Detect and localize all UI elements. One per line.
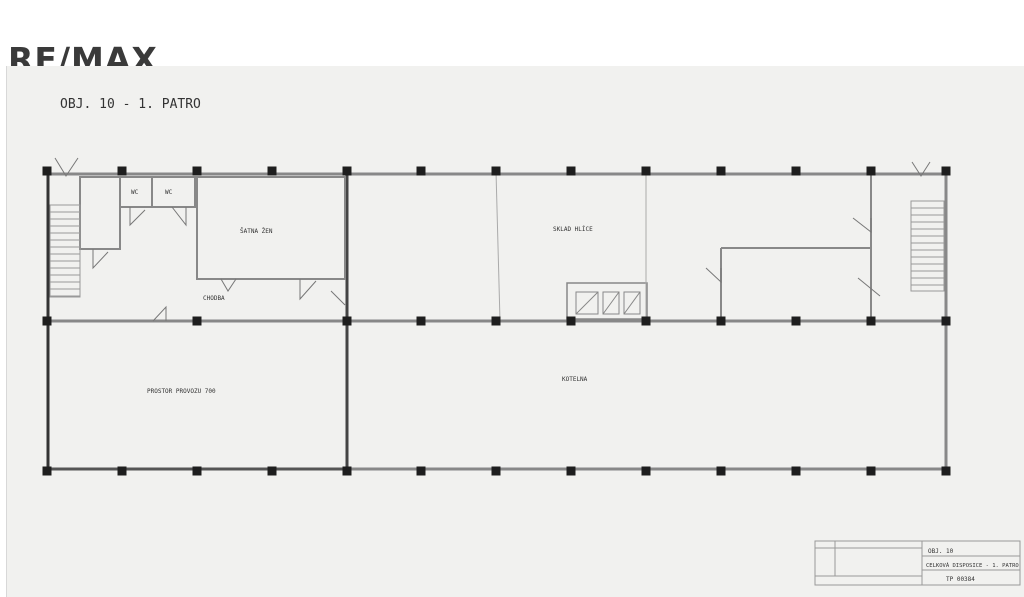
satna-room xyxy=(196,176,346,280)
title-block-description: CELKOVÁ DISPOSICE - 1. PATRO xyxy=(926,562,1019,569)
column xyxy=(716,466,726,476)
column xyxy=(716,166,726,176)
title-block-object: OBJ. 10 xyxy=(928,548,954,555)
column xyxy=(267,166,277,176)
column xyxy=(941,316,951,326)
column xyxy=(267,466,277,476)
column xyxy=(866,166,876,176)
column xyxy=(192,466,202,476)
column xyxy=(192,166,202,176)
column xyxy=(491,466,501,476)
column xyxy=(491,166,501,176)
room-label-prostor: PROSTOR PROVOZU 700 xyxy=(147,388,216,395)
column xyxy=(791,466,801,476)
column xyxy=(342,316,352,326)
column xyxy=(941,466,951,476)
shaft xyxy=(79,176,121,250)
walls xyxy=(46,157,948,471)
column xyxy=(416,166,426,176)
column xyxy=(192,316,202,326)
columns xyxy=(42,166,951,476)
column xyxy=(866,466,876,476)
column xyxy=(416,316,426,326)
column xyxy=(117,466,127,476)
column xyxy=(42,466,52,476)
column xyxy=(566,466,576,476)
room-label-chodba: CHODBA xyxy=(203,295,225,302)
column xyxy=(791,316,801,326)
floor-plan-sheet xyxy=(6,66,1024,597)
column xyxy=(566,316,576,326)
column xyxy=(566,166,576,176)
column xyxy=(491,316,501,326)
column xyxy=(42,316,52,326)
title-block-number: TP 00384 xyxy=(946,576,975,583)
column xyxy=(342,166,352,176)
column xyxy=(791,166,801,176)
wc-room-2 xyxy=(151,176,196,208)
room-label-wc-2: WC xyxy=(165,189,173,196)
stairs-right xyxy=(910,200,945,292)
drawing-title: OBJ. 10 - 1. PATRO xyxy=(60,97,201,112)
room-label-sklad: SKLAD HLÍCE xyxy=(553,225,593,233)
column xyxy=(416,466,426,476)
stairs-left xyxy=(49,204,81,298)
column xyxy=(716,316,726,326)
column xyxy=(641,166,651,176)
boiler-units xyxy=(566,282,648,320)
room-label-wc-1: WC xyxy=(131,189,139,196)
column xyxy=(641,316,651,326)
column xyxy=(941,166,951,176)
column xyxy=(866,316,876,326)
room-label-kotelna: KOTELNA xyxy=(562,376,588,383)
column xyxy=(641,466,651,476)
column xyxy=(342,466,352,476)
room-label-satna: ŠATNA ŽEN xyxy=(240,227,273,235)
title-block xyxy=(814,540,1021,586)
column xyxy=(117,166,127,176)
column xyxy=(42,166,52,176)
